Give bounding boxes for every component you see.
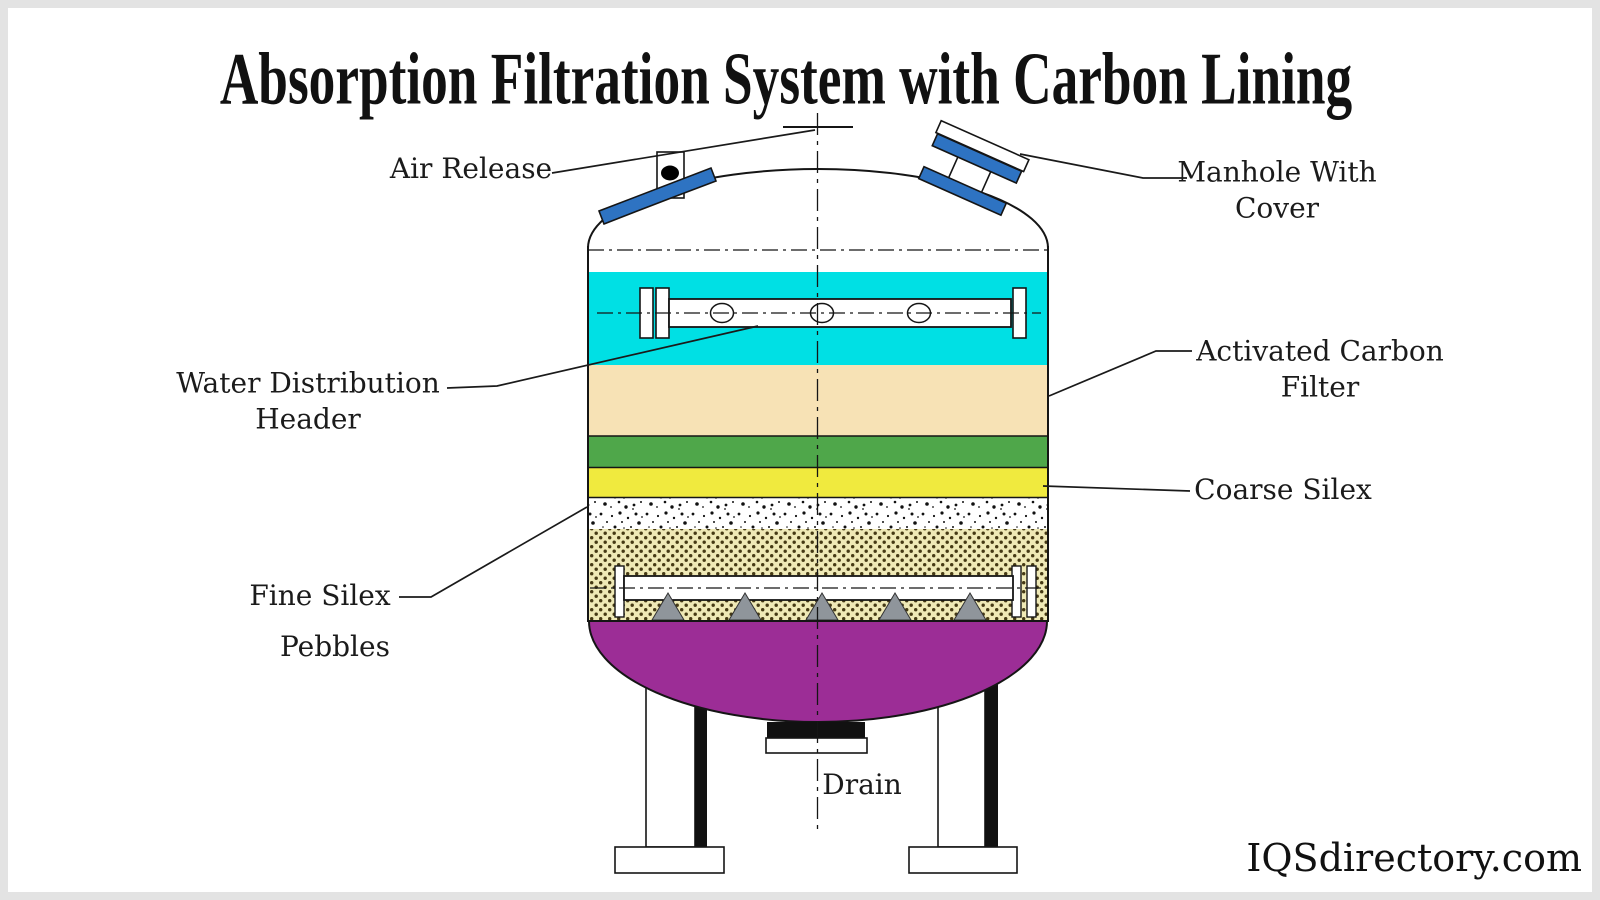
air-release-valve: [597, 151, 718, 226]
manhole-upper-flange: [931, 132, 1023, 185]
drain-nozzle: [765, 722, 868, 754]
air-release-leader: [551, 129, 816, 174]
tank-bottom-dome: [587, 620, 1049, 723]
label-air-release: Air Release: [389, 152, 553, 186]
fine-silex-leader: [399, 506, 588, 598]
air-release-flange: [597, 166, 718, 226]
manhole-leader: [1019, 153, 1187, 179]
foot-left: [614, 846, 725, 874]
label-drain: Drain: [822, 768, 902, 802]
watermark-iqsdirectory: IQSdirectory.com: [1246, 836, 1582, 880]
label-water-distribution-header: Water Distribution Header: [176, 366, 440, 435]
label-fine-silex: Fine Silex: [249, 579, 391, 613]
air-release-port: [661, 165, 679, 181]
label-coarse-silex: Coarse Silex: [1194, 473, 1372, 507]
manhole-lower-flange: [917, 165, 1008, 217]
coarse-silex-leader: [1042, 485, 1191, 492]
diagram-title: Absorption Filtration System with Carbon…: [219, 38, 1353, 121]
label-manhole: Manhole With Cover: [1177, 155, 1377, 224]
manhole-assembly: [917, 119, 1030, 217]
activated-carbon-leader: [1048, 350, 1192, 397]
water-distribution-header-pipe: [597, 287, 1041, 339]
foot-right: [908, 846, 1018, 874]
label-activated-carbon-filter: Activated Carbon Filter: [1196, 334, 1444, 403]
label-pebbles: Pebbles: [280, 630, 390, 664]
bottom-collector-pipe: [590, 565, 1046, 621]
water-header-leader: [446, 325, 759, 389]
